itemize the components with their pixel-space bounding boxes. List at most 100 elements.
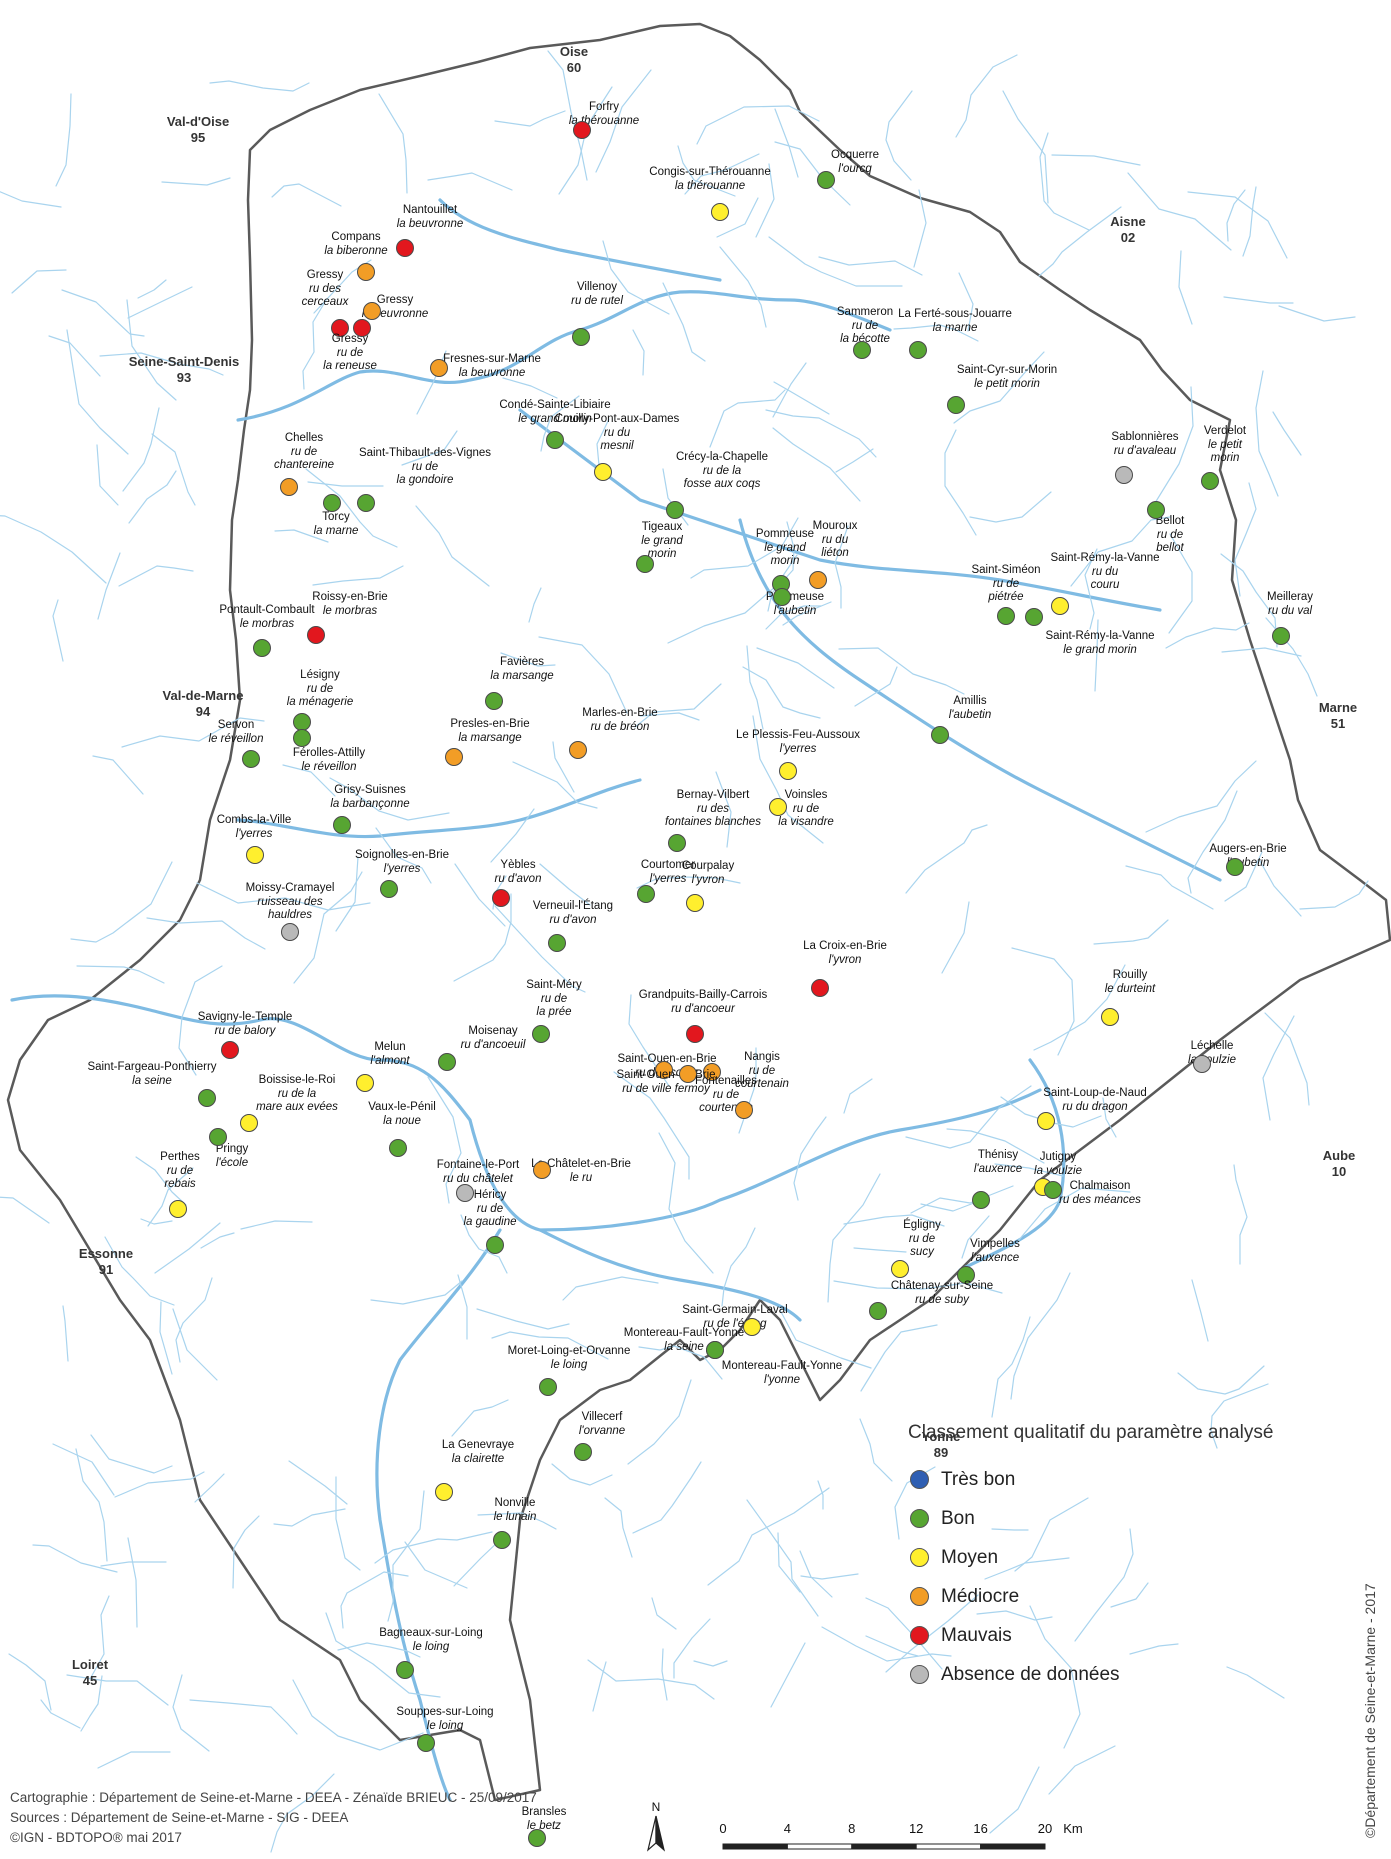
river-minor: [976, 1610, 1053, 1621]
station-name: Condé-Sainte-Libiaire: [499, 399, 610, 411]
scale-tick-label: 12: [909, 1821, 923, 1836]
river-minor: [955, 54, 1018, 138]
station-river: l'yerres: [650, 873, 687, 885]
station-river: ru de: [993, 578, 1019, 590]
river-minor: [821, 1626, 952, 1662]
river-minor: [910, 1185, 1014, 1214]
river-minor: [774, 108, 799, 178]
station-marker-moyen: [779, 762, 797, 780]
department-name: Loiret: [72, 1657, 109, 1672]
river-minor: [865, 1635, 919, 1657]
river-minor: [595, 69, 652, 173]
river-minor: [8, 1653, 52, 1711]
station-marker-mediocre: [280, 478, 298, 496]
station-marker-mediocre: [363, 302, 381, 320]
river-minor: [958, 272, 974, 332]
river-minor: [634, 683, 722, 728]
station-river: ru de: [852, 320, 878, 332]
station-marker-bon: [253, 639, 271, 657]
station-name: Vimpelles: [970, 1238, 1020, 1250]
river-minor: [97, 552, 121, 620]
river-minor: [52, 1443, 115, 1496]
river-minor: [11, 269, 67, 294]
river-minor: [453, 1538, 502, 1587]
scale-tick-label: 16: [973, 1821, 987, 1836]
station-river: piétrée: [987, 591, 1023, 603]
river-minor: [427, 1076, 462, 1204]
station-name: Vaux-le-Pénil: [368, 1101, 436, 1113]
station-name: Bagneaux-sur-Loing: [379, 1627, 483, 1639]
river-minor: [991, 1316, 1031, 1418]
river-minor: [677, 145, 736, 197]
station-marker-mauvais: [396, 239, 414, 257]
scale-tick-label: 0: [719, 1821, 726, 1836]
river-minor: [1002, 90, 1049, 204]
station-name: Soignolles-en-Brie: [355, 849, 449, 861]
river-major: [738, 518, 1222, 882]
river-minor: [1127, 172, 1232, 251]
river-minor: [114, 1471, 205, 1498]
station-river: ru de: [291, 446, 317, 458]
river-minor: [122, 407, 160, 492]
station-marker-bon: [485, 692, 503, 710]
station-name: Roissy-en-Brie: [312, 591, 387, 603]
river-minor: [178, 965, 223, 1076]
station-river: ru de: [1157, 529, 1183, 541]
river-minor: [843, 1078, 873, 1114]
river-minor: [551, 1463, 613, 1486]
river-minor: [1070, 516, 1171, 587]
river-minor: [1110, 1582, 1149, 1608]
river-minor: [827, 1173, 881, 1303]
river-minor: [127, 1537, 138, 1628]
river-minor: [375, 827, 432, 884]
river-minor: [172, 1308, 218, 1381]
station-name: Boissise-le-Roi: [259, 1074, 336, 1086]
station-marker-bon: [198, 1089, 216, 1107]
river-minor: [490, 808, 535, 863]
station-river: ru de bréon: [591, 721, 650, 733]
map-credits: Cartographie : Département de Seine-et-M…: [10, 1788, 537, 1848]
station-river: la prée: [536, 1006, 571, 1018]
station-marker-bon: [438, 1053, 456, 1071]
river-minor: [147, 1167, 194, 1227]
station-river: le petit morin: [974, 378, 1040, 390]
station-river: ru de: [477, 1203, 503, 1215]
river-minor: [293, 871, 363, 984]
station-river: morin: [1211, 452, 1240, 464]
scale-unit: Km: [1063, 1821, 1083, 1836]
station-marker-moyen: [246, 846, 264, 864]
station-name: Meilleray: [1267, 591, 1313, 603]
station-name: Tigeaux: [642, 521, 683, 533]
station-marker-bon: [389, 1139, 407, 1157]
river-minor: [1255, 370, 1279, 497]
river-minor: [1029, 1605, 1081, 1749]
department-name: Essonne: [79, 1246, 133, 1261]
river-minor: [1233, 1164, 1248, 1265]
river-minor: [1187, 790, 1238, 894]
station-river: ru de la: [278, 1088, 316, 1100]
station-river: le réveillon: [302, 761, 357, 773]
river-minor: [709, 389, 786, 448]
river-minor: [282, 764, 336, 797]
station-marker-bon: [242, 750, 260, 768]
station-marker-moyen: [169, 1200, 187, 1218]
station-name: Égligny: [903, 1218, 941, 1231]
station-river: l'yerres: [780, 743, 817, 755]
river-minor: [89, 1595, 110, 1680]
station-river: la gaudine: [463, 1216, 516, 1228]
river-minor: [893, 324, 979, 342]
river-minor: [539, 863, 591, 906]
legend-item: Absence de données: [908, 1655, 1328, 1694]
